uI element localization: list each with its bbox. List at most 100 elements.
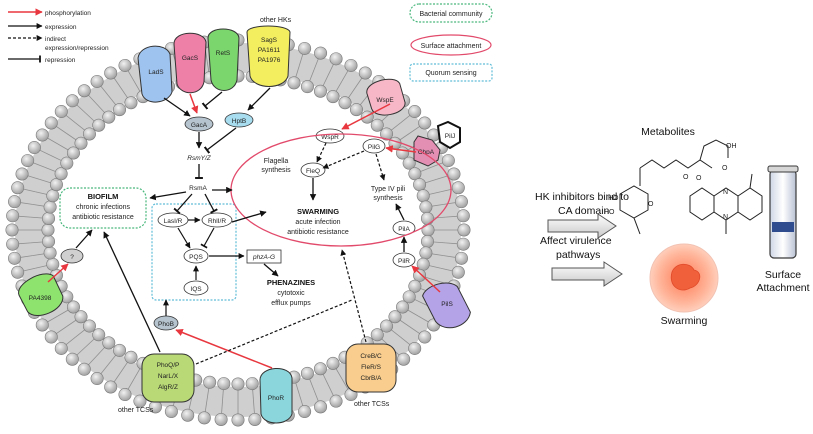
sugar-ho-2: HO xyxy=(604,209,615,216)
legend: phosphorylation expression indirect expr… xyxy=(8,8,109,64)
cbrba-label: CbrB/A xyxy=(361,375,383,382)
lipid-head-outer xyxy=(65,352,79,366)
lipid-head-outer xyxy=(447,167,461,181)
lipid-head-inner xyxy=(370,328,384,342)
lipid-head-inner xyxy=(419,200,433,214)
crebc-label: CreB/C xyxy=(360,353,382,360)
pila-node xyxy=(392,220,416,236)
lipid-bilayer-membrane xyxy=(5,33,471,427)
lasi-label: LasI/R xyxy=(164,218,183,225)
sags-label: SagS xyxy=(261,37,278,44)
lipid-head-outer xyxy=(298,41,312,55)
phzag-label: phzA-G xyxy=(252,254,275,261)
lipid-head-outer xyxy=(6,209,20,223)
attachment-tube-cap xyxy=(767,165,799,173)
lipid-head-inner xyxy=(416,189,430,203)
lipid-head-inner xyxy=(66,146,80,160)
phob-label: PhoB xyxy=(158,321,174,328)
lipid-head-inner xyxy=(217,377,231,391)
lipid-head-inner xyxy=(82,127,96,141)
chpa-protein-shape xyxy=(413,135,441,167)
pila-label: PilA xyxy=(398,226,410,233)
swarming-colony xyxy=(670,263,701,291)
algrz-label: AlgR/Z xyxy=(158,384,178,391)
attachment-ring xyxy=(772,222,794,232)
lipid-head-outer xyxy=(65,94,79,108)
biofilm-box xyxy=(59,187,147,229)
rhli-inhibits-pqs xyxy=(200,227,215,249)
other-hks-label: other HKs xyxy=(260,17,292,24)
regulatory-network: GacA HptB RsmY/Z RsmA WspR PilG FleQ Fla… xyxy=(60,112,416,331)
flers-label: FleR/S xyxy=(361,364,382,371)
phenazines-title: PHENAZINES xyxy=(267,278,315,287)
lipid-head-outer xyxy=(5,223,19,237)
pa4398-protein-shape xyxy=(18,273,64,316)
biofilm-title: BIOFILM xyxy=(88,192,119,201)
lipid-head-inner xyxy=(287,76,301,90)
lipid-head-inner xyxy=(380,127,394,141)
legend-indirect-label-1: indirect xyxy=(45,36,66,43)
lads-to-gacs-arrow xyxy=(163,97,191,117)
lipid-head-inner xyxy=(74,310,88,324)
right-tcs-to-swarming-indirect xyxy=(340,249,367,343)
legend-repression-label: repression xyxy=(45,57,76,64)
lipid-head-inner xyxy=(370,118,384,132)
pili-label-2: synthesis xyxy=(373,195,403,202)
lipid-head-inner xyxy=(326,356,340,370)
gaca-label: GacA xyxy=(191,122,208,129)
lipid-head-outer xyxy=(104,66,118,80)
chpa-to-pilg-phosphorylation xyxy=(385,145,417,153)
lipid-head-inner xyxy=(46,189,60,203)
quorum-category-label: Quorum sensing xyxy=(425,70,476,77)
lipid-head-inner xyxy=(420,235,434,249)
lipid-head-inner xyxy=(124,350,138,364)
lipid-head-outer xyxy=(8,195,22,209)
phenazine-n-1: N xyxy=(723,189,728,196)
phenazine-substituents xyxy=(725,173,753,234)
hptb-label: HptB xyxy=(232,118,246,125)
pa4398-to-unknown-phosphorylation xyxy=(47,263,69,283)
pilr-label: PilR xyxy=(398,258,410,265)
lipid-head-outer xyxy=(418,116,432,130)
flagella-label-2: synthesis xyxy=(261,167,291,174)
lipid-head-inner xyxy=(313,362,327,376)
lipid-head-outer xyxy=(164,405,178,419)
rets-label: RetS xyxy=(216,50,231,57)
lipid-head-inner xyxy=(82,319,96,333)
inhibitors-line-2: CA domain xyxy=(558,205,610,217)
lipid-head-inner xyxy=(402,290,416,304)
phzag-to-phenazines-arrow xyxy=(263,263,279,277)
lipid-head-outer xyxy=(329,394,343,408)
pilj-label: PilJ xyxy=(445,133,455,140)
lipid-head-inner xyxy=(92,328,106,342)
phenazine-structure xyxy=(689,187,763,221)
sugar-ring-structure xyxy=(619,185,649,219)
lipid-head-inner xyxy=(408,167,422,181)
lipid-head-inner xyxy=(41,223,55,237)
lipid-head-outer xyxy=(456,237,470,251)
quorum-to-swarming-arrow xyxy=(231,210,267,223)
chpa-label: ChpA xyxy=(418,149,435,156)
quorum-category-box xyxy=(409,63,493,82)
pqs-label: PQS xyxy=(189,254,203,261)
lipid-head-outer xyxy=(77,84,91,98)
fleq-label: FleQ xyxy=(306,168,320,175)
legend-expression-label: expression xyxy=(45,24,77,31)
lipid-head-inner xyxy=(245,377,259,391)
pila-to-pili-arrow xyxy=(395,203,405,221)
lipid-head-outer xyxy=(181,408,195,422)
phoqp-label: PhoQ/P xyxy=(157,362,180,369)
lipid-head-outer xyxy=(441,154,455,168)
wspr-node xyxy=(315,128,345,144)
lipid-head-outer xyxy=(44,330,58,344)
swarming-title: SWARMING xyxy=(297,207,339,216)
lipid-head-outer xyxy=(133,394,147,408)
lipid-head-inner xyxy=(102,110,116,124)
ester-o-1: O xyxy=(683,174,689,181)
ester-o-2: O xyxy=(696,175,702,182)
lipid-head-outer xyxy=(21,154,35,168)
unknown-to-biofilm-arrow xyxy=(75,229,93,249)
wspe-to-wspr-phosphorylation xyxy=(341,103,391,130)
lipid-head-outer xyxy=(344,58,358,72)
